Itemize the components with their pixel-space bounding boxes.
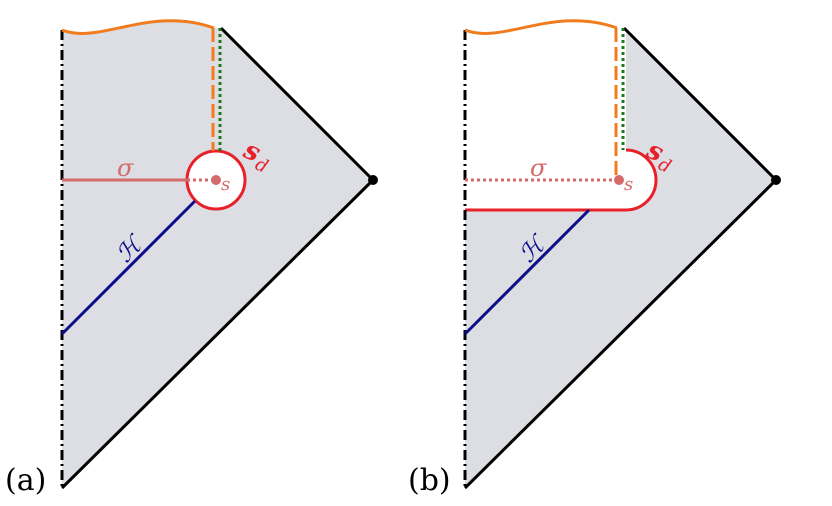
panel-b: σ s s d ℋ (b) [408, 19, 781, 498]
panel-a-future-null-boundary [219, 26, 375, 182]
panel-b-point-s [614, 175, 624, 185]
panel-b-past-null-boundary [463, 178, 778, 490]
panel-a-point-s [211, 175, 221, 185]
panel-a-past-null-boundary [60, 178, 375, 490]
panel-b-future-null-boundary [622, 26, 778, 182]
panel-b-spatial-infinity-dot [771, 175, 781, 185]
panel-b-s-label: s [624, 174, 633, 195]
panel-a-spacetime-region [62, 20, 373, 489]
panel-a-sigma-label: σ [117, 154, 134, 182]
panel-b-singularity-curve [464, 19, 618, 35]
panel-b-horizon-line [463, 208, 591, 336]
panel-b-excision-contour [465, 148, 658, 212]
panel-a: σ s s d ℋ (a) [5, 19, 378, 498]
panel-b-sigma-label: σ [530, 154, 547, 182]
panel-a-horizon-line [60, 199, 197, 336]
panel-b-spacetime-region [465, 28, 776, 488]
panel-a-singularity-curve [61, 19, 215, 35]
panel-a-spatial-infinity-dot [368, 175, 378, 185]
panel-a-label: (a) [5, 463, 46, 498]
panel-b-label: (b) [408, 463, 451, 498]
panel-a-s-label: s [221, 174, 230, 195]
